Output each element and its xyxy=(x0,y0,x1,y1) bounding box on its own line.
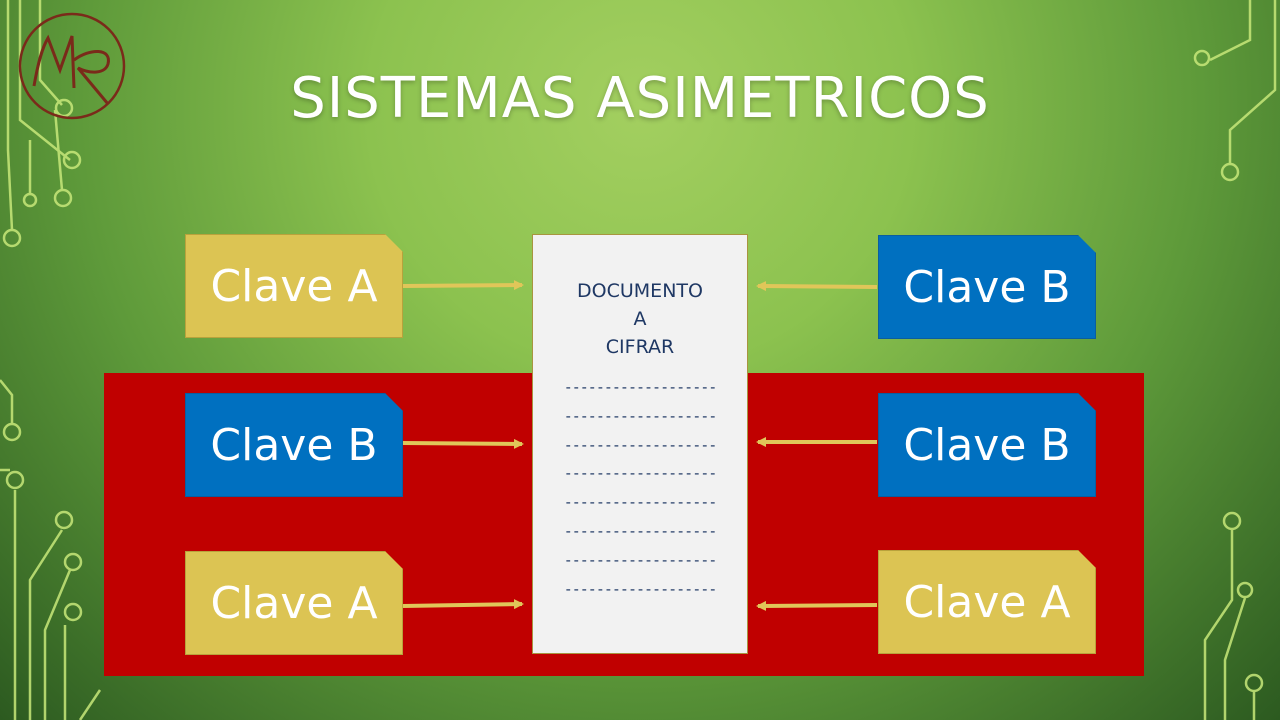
page-title: SISTEMAS ASIMETRICOS xyxy=(290,66,990,131)
key-bottom-right: Clave A xyxy=(878,550,1096,654)
dash-row: ------------------- xyxy=(563,550,718,569)
dash-row: ------------------- xyxy=(563,378,718,396)
key-bottom-left: Clave A xyxy=(185,551,403,655)
document-title: DOCUMENTO A CIFRAR xyxy=(533,277,747,361)
mr-monogram-logo-icon xyxy=(18,12,126,120)
arrow-top-left xyxy=(402,280,524,291)
key-top-left: Clave A xyxy=(185,234,403,338)
arrow-mid-left xyxy=(402,438,524,449)
arrow-bottom-left xyxy=(402,599,524,610)
document-title-line: DOCUMENTO xyxy=(577,280,703,302)
document-title-line: A xyxy=(633,308,647,330)
document-to-encrypt: DOCUMENTO A CIFRAR ------------------- -… xyxy=(532,234,748,654)
document-title-line: CIFRAR xyxy=(605,336,675,358)
key-top-right: Clave B xyxy=(878,235,1096,339)
dash-row: ------------------- xyxy=(563,521,718,540)
arrow-bottom-right xyxy=(756,600,878,611)
key-mid-left: Clave B xyxy=(185,393,403,497)
dash-row: ------------------- xyxy=(563,435,718,454)
dash-row: ------------------- xyxy=(563,493,718,512)
key-mid-right: Clave B xyxy=(878,393,1096,497)
dash-row: ------------------- xyxy=(563,464,718,483)
arrow-top-right xyxy=(756,281,878,292)
dash-row: ------------------- xyxy=(563,406,718,425)
document-content-lines: ------------------- ------------------- … xyxy=(533,373,747,603)
dash-row: ------------------- xyxy=(563,579,718,598)
